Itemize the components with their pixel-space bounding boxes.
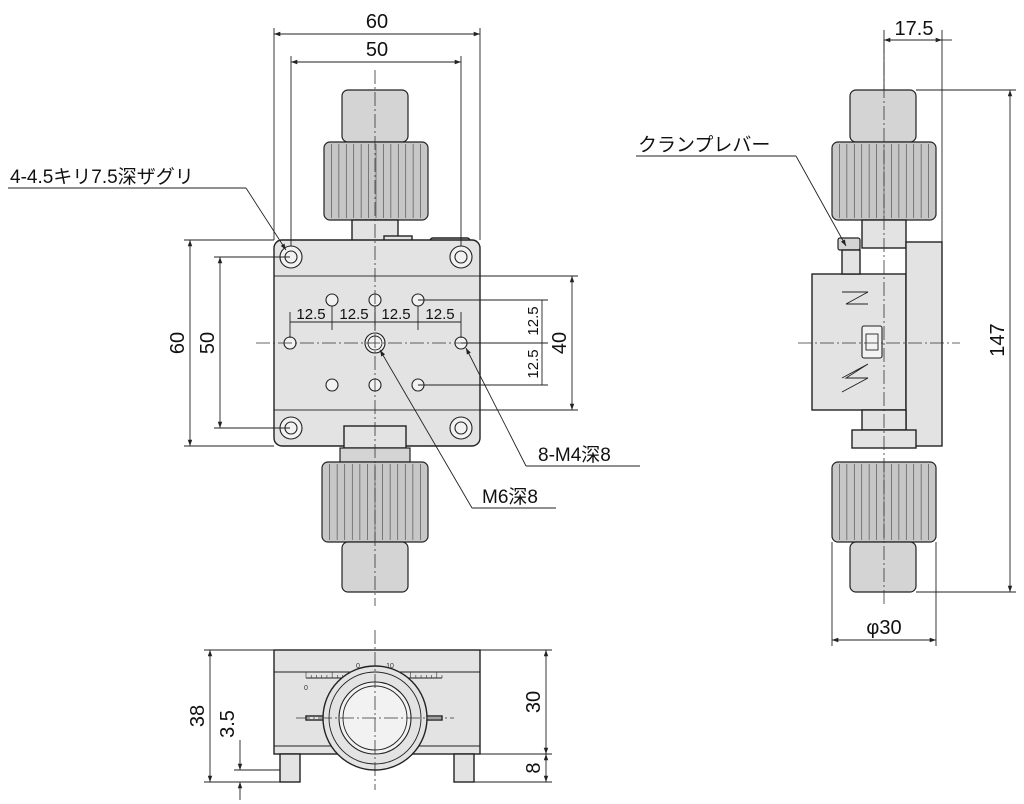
side-clamp-lever	[837, 237, 861, 275]
callout-m6: M6深8	[482, 486, 538, 508]
front-view: 60 50 60 50 40 12.5 12.5 12.5 12.5	[8, 11, 640, 606]
dim-top-50: 50	[366, 39, 388, 61]
bottom-view: 0 10 0 38 3.5 30 8	[187, 630, 552, 800]
callout-counterbore: 4-4.5キリ7.5深ザグリ	[10, 166, 194, 188]
dim-left-60: 60	[167, 332, 189, 354]
svg-text:0: 0	[356, 663, 360, 670]
dim-left-50: 50	[197, 332, 219, 354]
pitch-v-1: 12.5	[525, 306, 542, 335]
dim-right-40: 40	[549, 332, 571, 354]
dim-side-phi30: φ30	[866, 617, 901, 639]
front-top-knob	[323, 89, 429, 243]
pitch-label-3: 12.5	[381, 306, 410, 323]
side-body	[811, 273, 907, 411]
pitch-label-2: 12.5	[339, 306, 368, 323]
dim-bottom-8: 8	[523, 762, 545, 773]
dim-bottom-30: 30	[523, 691, 545, 713]
callout-clamp-lever: クランプレバー	[638, 134, 770, 156]
dim-side-17-5: 17.5	[895, 18, 934, 40]
svg-text:0: 0	[304, 685, 308, 692]
dim-bottom-38: 38	[187, 705, 209, 727]
pitch-label-1: 12.5	[296, 306, 325, 323]
pitch-v-2: 12.5	[525, 349, 542, 378]
dim-side-147: 147	[987, 323, 1009, 356]
callout-m4: 8-M4深8	[538, 444, 611, 466]
side-view: 17.5 147 φ30 クランプレバー	[636, 18, 1016, 646]
pitch-label-4: 12.5	[425, 306, 454, 323]
dim-bottom-3-5: 3.5	[217, 710, 239, 738]
dim-top-60: 60	[366, 11, 388, 33]
svg-text:10: 10	[386, 663, 394, 670]
